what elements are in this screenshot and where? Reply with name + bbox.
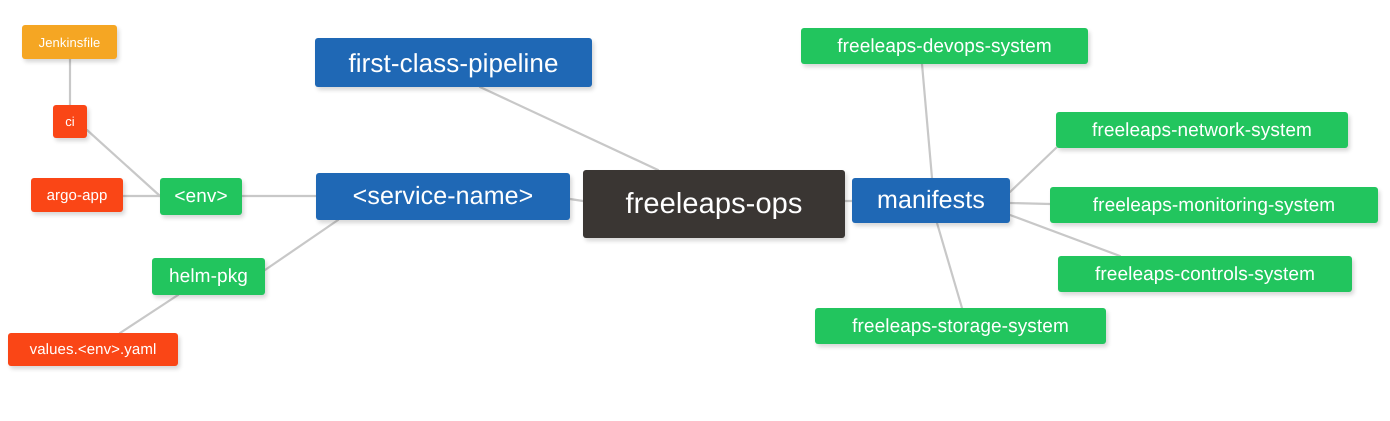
node-freeleaps-devops-system[interactable]: freeleaps-devops-system bbox=[801, 28, 1088, 64]
node-freeleaps-devops-system-label: freeleaps-devops-system bbox=[837, 35, 1052, 57]
edge-servicename-root bbox=[568, 197, 585, 203]
edge-manifests-monitoring bbox=[1008, 201, 1052, 206]
node-freeleaps-network-system-label: freeleaps-network-system bbox=[1092, 119, 1312, 141]
node-argo-app[interactable]: argo-app bbox=[31, 178, 123, 212]
node-freeleaps-controls-system[interactable]: freeleaps-controls-system bbox=[1058, 256, 1352, 292]
node-helm-pkg-label: helm-pkg bbox=[169, 266, 248, 287]
node-argo-app-label: argo-app bbox=[46, 186, 108, 204]
node-env-label: <env> bbox=[174, 186, 228, 207]
node-freeleaps-monitoring-system-label: freeleaps-monitoring-system bbox=[1092, 194, 1336, 216]
node-values-yaml-label: values.<env>.yaml bbox=[29, 341, 157, 358]
node-freeleaps-ops-root[interactable]: freeleaps-ops bbox=[583, 170, 845, 238]
node-first-class-pipeline[interactable]: first-class-pipeline bbox=[315, 38, 592, 87]
node-values-yaml[interactable]: values.<env>.yaml bbox=[8, 333, 178, 366]
node-manifests-label: manifests bbox=[877, 186, 985, 214]
edge-firstclass-root bbox=[478, 85, 660, 172]
node-freeleaps-storage-system-label: freeleaps-storage-system bbox=[852, 315, 1069, 337]
node-service-name-label: <service-name> bbox=[352, 182, 534, 210]
node-freeleaps-controls-system-label: freeleaps-controls-system bbox=[1094, 263, 1316, 285]
node-ci[interactable]: ci bbox=[53, 105, 87, 138]
node-helm-pkg[interactable]: helm-pkg bbox=[152, 258, 265, 295]
edge-manifests-storage bbox=[935, 221, 964, 310]
node-freeleaps-ops-label: freeleaps-ops bbox=[625, 187, 803, 220]
node-service-name[interactable]: <service-name> bbox=[316, 173, 570, 220]
node-freeleaps-network-system[interactable]: freeleaps-network-system bbox=[1056, 112, 1348, 148]
node-ci-label: ci bbox=[65, 114, 75, 129]
edge-manifests-network bbox=[1008, 146, 1058, 194]
edge-helmpkg-valuesyaml bbox=[118, 293, 180, 335]
node-first-class-pipeline-label: first-class-pipeline bbox=[348, 47, 559, 78]
node-manifests[interactable]: manifests bbox=[852, 178, 1010, 223]
node-env[interactable]: <env> bbox=[160, 178, 242, 215]
node-jenkinsfile[interactable]: Jenkinsfile bbox=[22, 25, 117, 59]
edge-servicename-helmpkg bbox=[263, 218, 340, 272]
node-freeleaps-storage-system[interactable]: freeleaps-storage-system bbox=[815, 308, 1106, 344]
edge-manifests-devops bbox=[920, 62, 934, 180]
node-jenkinsfile-label: Jenkinsfile bbox=[38, 34, 101, 50]
node-freeleaps-monitoring-system[interactable]: freeleaps-monitoring-system bbox=[1050, 187, 1378, 223]
